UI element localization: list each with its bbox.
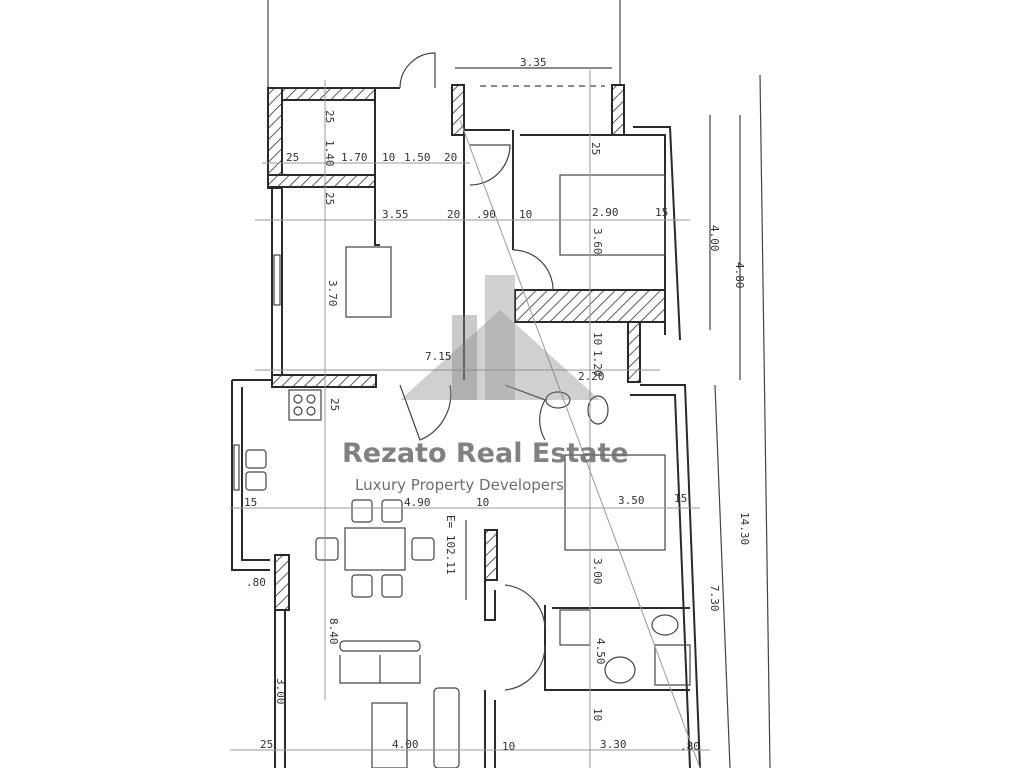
dim-label: 15	[244, 496, 257, 509]
dim-label: 25	[260, 738, 273, 751]
dim-label: 3.30	[600, 738, 627, 751]
dim-label: 10	[591, 332, 604, 345]
dim-label: 15	[674, 492, 687, 505]
dim-label: 3.35	[520, 56, 547, 69]
dim-label: 3.55	[382, 208, 409, 221]
dim-label: 2.90	[592, 206, 619, 219]
dim-label: 10	[502, 740, 515, 753]
dim-label: 7.15	[425, 350, 452, 363]
dim-label: 1.20	[591, 350, 604, 377]
sink-icon	[245, 449, 267, 469]
table	[345, 246, 392, 318]
dim-label: 4.80	[733, 262, 746, 289]
area-label: E= 102.11	[444, 515, 457, 575]
dim-label: 10	[382, 151, 395, 164]
dim-label: 10	[591, 708, 604, 721]
watermark-subtitle: Luxury Property Developers	[355, 476, 564, 494]
bed-2	[564, 454, 666, 551]
dim-label: 10	[476, 496, 489, 509]
toilet-icon	[545, 391, 571, 409]
dim-label: 25	[323, 192, 336, 205]
dimension-labels: 3.35 25 1.40 25 1.70 10 1.50 20 25 3.55 …	[244, 56, 751, 753]
dim-label: 4.50	[594, 638, 607, 665]
dim-label: 1.40	[323, 140, 336, 167]
dim-label: 15	[655, 206, 668, 219]
dim-label: 4.90	[404, 496, 431, 509]
dim-label: .90	[476, 208, 496, 221]
washbasin-icon	[587, 395, 609, 425]
dim-label: 3.60	[591, 228, 604, 255]
dim-label: 25	[328, 398, 341, 411]
dim-label: 20	[447, 208, 460, 221]
dim-label: 3.50	[618, 494, 645, 507]
sofa	[339, 640, 421, 652]
dim-label: 4.00	[708, 225, 721, 252]
bed-1	[559, 174, 666, 256]
watermark-title: Rezato Real Estate	[342, 438, 629, 469]
dimension-lines	[230, 70, 771, 768]
dim-label: 20	[444, 151, 457, 164]
dim-label: 1.50	[404, 151, 431, 164]
dim-label: 7.30	[708, 585, 721, 612]
dim-label: 10	[519, 208, 532, 221]
dim-label: 3.70	[326, 280, 339, 307]
stove-icon	[288, 389, 322, 421]
dim-label: 25	[589, 142, 602, 155]
dim-label: .80	[246, 576, 266, 589]
furniture	[245, 174, 691, 768]
dim-label: .80	[680, 740, 700, 753]
watermark: Rezato Real Estate Luxury Property Devel…	[342, 275, 629, 494]
dim-label: 25	[286, 151, 299, 164]
doors	[399, 52, 554, 691]
dim-label: 8.40	[327, 618, 340, 645]
dim-label: 2.20	[578, 370, 605, 383]
dining-table	[344, 527, 406, 571]
dim-label: 4.00	[392, 738, 419, 751]
dim-label: 3.00	[274, 678, 287, 705]
dim-label: 14.30	[738, 512, 751, 545]
dim-label: 1.70	[341, 151, 368, 164]
dim-label: 3.00	[591, 558, 604, 585]
dim-label: 25	[323, 110, 336, 123]
